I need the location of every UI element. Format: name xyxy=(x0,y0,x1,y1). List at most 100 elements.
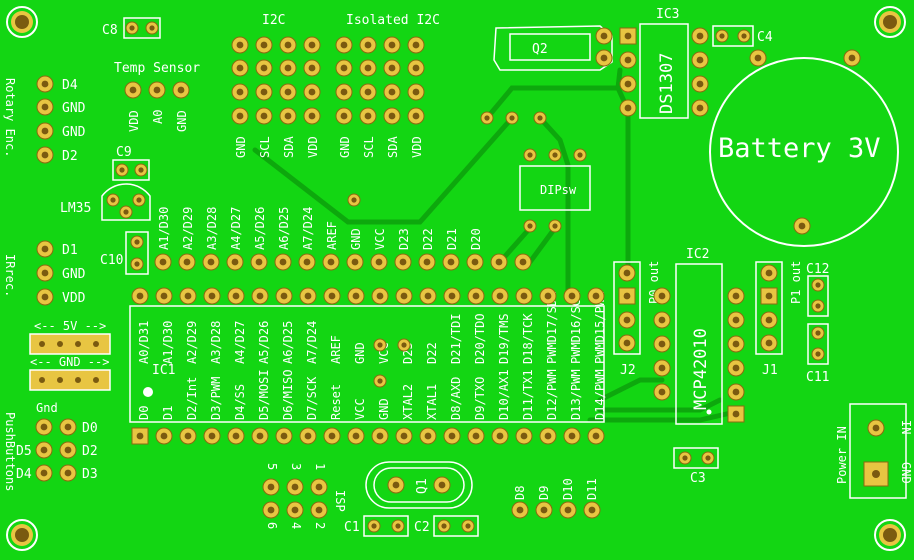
svg-text:PWMD17/SDA: PWMD17/SDA xyxy=(545,291,559,364)
svg-text:D22: D22 xyxy=(421,228,435,250)
svg-text:5: 5 xyxy=(265,463,279,470)
svg-text:SCL: SCL xyxy=(258,136,272,158)
power-rails: <-- 5V --> <-- GND --> xyxy=(29,319,111,391)
isolated-i2c-header: Isolated I2C GND SCL SDA VDD xyxy=(335,13,440,158)
svg-text:DS1307: DS1307 xyxy=(657,53,677,114)
svg-text:D10: D10 xyxy=(561,478,575,500)
svg-text:DIPsw: DIPsw xyxy=(540,183,577,197)
i2c-header: I2C GND SCL SDA VDD xyxy=(231,13,321,158)
svg-text:Reset: Reset xyxy=(329,384,343,420)
ir-receiver-header: IRrec. D1 GND VDD xyxy=(3,240,86,306)
svg-text:D9: D9 xyxy=(537,486,551,500)
svg-text:D8: D8 xyxy=(513,486,527,500)
svg-text:GND: GND xyxy=(62,267,86,282)
lm35-sensor: LM35 xyxy=(60,183,151,221)
svg-text:Temp Sensor: Temp Sensor xyxy=(114,61,200,76)
analog-header: A1/D30 A2/D29 A3/D28 A4/D27 A5/D26 A6/D2… xyxy=(154,207,532,271)
svg-text:D2/Int: D2/Int xyxy=(185,377,199,420)
mounting-holes xyxy=(6,6,906,551)
isp-header: 5 3 1 6 4 2 ISP xyxy=(262,463,347,529)
copper-traces xyxy=(252,67,738,423)
svg-text:GND: GND xyxy=(234,136,248,158)
c12-capacitor: C12 xyxy=(806,262,829,317)
digital-header: D8 D9 D10 D11 xyxy=(511,478,601,519)
svg-text:MCP42010: MCP42010 xyxy=(691,328,711,410)
svg-text:GND: GND xyxy=(353,342,367,364)
svg-text:C11: C11 xyxy=(806,370,829,385)
svg-text:2: 2 xyxy=(313,522,327,529)
svg-text:<-- 5V -->: <-- 5V --> xyxy=(34,319,106,333)
svg-text:C3: C3 xyxy=(690,471,706,486)
svg-text:4: 4 xyxy=(289,522,303,529)
svg-text:D9/TXO: D9/TXO xyxy=(473,377,487,420)
svg-text:D21/TDI: D21/TDI xyxy=(449,313,463,364)
power-in-connector: Power IN IN GND xyxy=(835,403,913,499)
svg-text:Rotary Enc.: Rotary Enc. xyxy=(3,78,17,157)
svg-text:GND: GND xyxy=(338,136,352,158)
svg-text:GND: GND xyxy=(377,398,391,420)
svg-text:A7/D24: A7/D24 xyxy=(305,321,319,364)
svg-text:GND: GND xyxy=(349,228,363,250)
svg-text:D10/AX1: D10/AX1 xyxy=(497,369,511,420)
svg-text:A5/D26: A5/D26 xyxy=(257,321,271,364)
svg-text:D1: D1 xyxy=(161,406,175,420)
svg-text:D3/PWM: D3/PWM xyxy=(209,377,223,420)
pushbutton-header: Gnd PushButtons D5 D4 D0 D2 D3 xyxy=(3,401,98,491)
c9-capacitor: C9 xyxy=(112,145,150,181)
svg-text:IC1: IC1 xyxy=(152,363,175,378)
svg-text:J2: J2 xyxy=(620,363,636,378)
svg-text:A5/D26: A5/D26 xyxy=(253,207,267,250)
svg-text:C9: C9 xyxy=(116,145,132,160)
svg-text:SDA: SDA xyxy=(282,136,296,158)
svg-text:XTAL2: XTAL2 xyxy=(401,384,415,420)
svg-text:A3/D28: A3/D28 xyxy=(209,321,223,364)
svg-text:D19/TMS: D19/TMS xyxy=(497,313,511,364)
svg-text:A2/D29: A2/D29 xyxy=(181,207,195,250)
battery-holder: Battery 3V xyxy=(709,49,899,247)
c4-capacitor: C4 xyxy=(712,25,773,47)
q1-crystal: Q1 xyxy=(365,461,473,509)
svg-text:Power IN: Power IN xyxy=(835,426,849,484)
svg-text:D8/AXD: D8/AXD xyxy=(449,377,463,420)
svg-text:D6/MISO: D6/MISO xyxy=(281,369,295,420)
svg-text:A1/D30: A1/D30 xyxy=(157,207,171,250)
svg-text:SCL: SCL xyxy=(362,136,376,158)
svg-text:<-- GND -->: <-- GND --> xyxy=(30,355,109,369)
svg-text:D21: D21 xyxy=(445,228,459,250)
temp-sensor-header: Temp Sensor VDD A0 GND xyxy=(114,61,200,132)
svg-text:D2: D2 xyxy=(62,149,78,164)
svg-text:VDD: VDD xyxy=(306,136,320,158)
svg-text:C1: C1 xyxy=(344,520,360,535)
svg-text:6: 6 xyxy=(265,522,279,529)
svg-text:A6/D25: A6/D25 xyxy=(277,207,291,250)
svg-text:IN: IN xyxy=(899,420,913,434)
svg-text:I2C: I2C xyxy=(262,13,285,28)
svg-text:A2/D29: A2/D29 xyxy=(185,321,199,364)
c10-capacitor: C10 xyxy=(100,231,149,275)
svg-text:D13/PWM: D13/PWM xyxy=(569,369,583,420)
svg-text:D7/SCK: D7/SCK xyxy=(305,376,319,420)
svg-text:A0/D31: A0/D31 xyxy=(137,321,151,364)
svg-text:D14/PWM: D14/PWM xyxy=(593,369,607,420)
svg-text:VCC: VCC xyxy=(353,398,367,420)
c2-capacitor: C2 xyxy=(414,515,479,537)
svg-text:GND: GND xyxy=(899,462,913,484)
svg-text:Battery 3V: Battery 3V xyxy=(718,133,881,164)
c1-capacitor: C1 xyxy=(344,515,409,537)
svg-text:Isolated I2C: Isolated I2C xyxy=(346,13,440,28)
svg-text:J1: J1 xyxy=(762,363,778,378)
svg-text:ISP: ISP xyxy=(333,490,347,512)
svg-text:D4: D4 xyxy=(62,78,78,93)
svg-text:3: 3 xyxy=(289,463,303,470)
svg-text:A0: A0 xyxy=(151,110,165,124)
svg-text:C4: C4 xyxy=(757,30,773,45)
svg-text:Gnd: Gnd xyxy=(36,401,58,415)
svg-text:C8: C8 xyxy=(102,23,118,38)
svg-text:D22: D22 xyxy=(425,342,439,364)
svg-text:SDA: SDA xyxy=(386,136,400,158)
svg-text:IRrec.: IRrec. xyxy=(3,254,17,297)
svg-text:PushButtons: PushButtons xyxy=(3,412,17,491)
svg-text:D12/PWM: D12/PWM xyxy=(545,369,559,420)
svg-text:AREF: AREF xyxy=(325,221,339,250)
svg-text:D11/TX1: D11/TX1 xyxy=(521,369,535,420)
